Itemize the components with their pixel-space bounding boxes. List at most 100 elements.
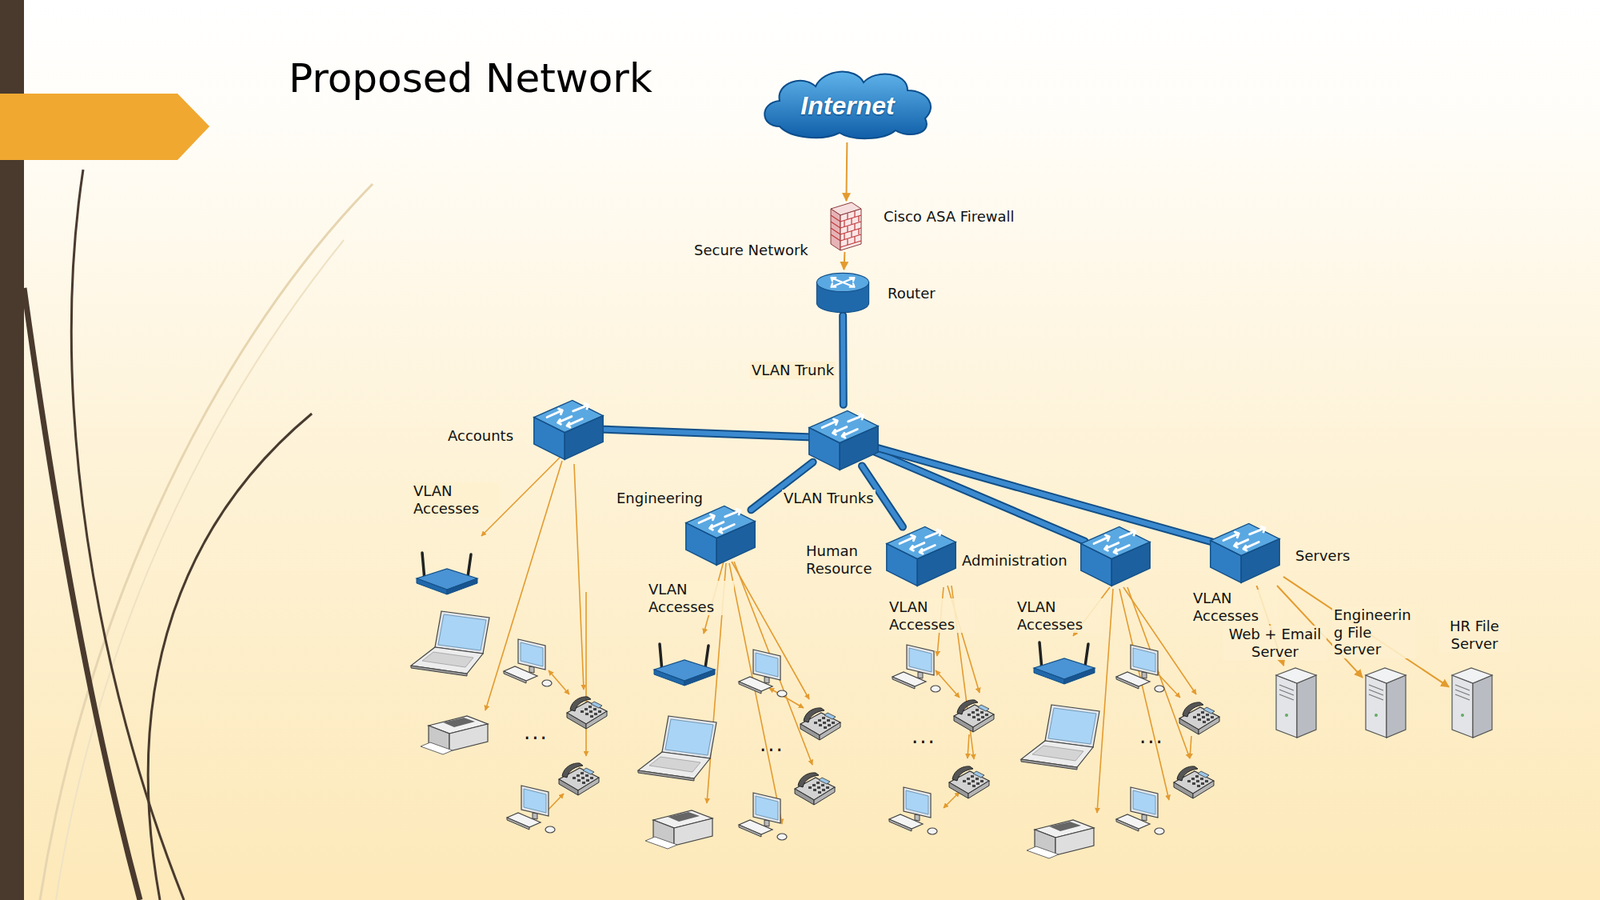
access-arrow [967, 734, 970, 759]
cloud-outline [764, 71, 931, 140]
ellipsis: ... [911, 723, 937, 749]
access-arrow [1119, 588, 1170, 800]
switch-glyph [534, 399, 603, 459]
core-switch [805, 403, 882, 473]
switch-icon-shape [682, 498, 759, 568]
ap-device [1033, 642, 1095, 684]
firewall-glyph [830, 202, 862, 251]
access-arrow [1154, 670, 1181, 698]
server-icon-shape [1272, 665, 1320, 739]
access-arrow [729, 562, 783, 824]
firewall-icon: Cisco ASA Firewall [827, 200, 865, 252]
router-glyph [816, 272, 869, 312]
phone-device [1173, 766, 1214, 799]
access-note: VLAN Accesses [887, 598, 975, 633]
decor-curve [23, 287, 140, 900]
decor-curve [39, 183, 373, 900]
access-arrow [1189, 735, 1192, 759]
pc-device [738, 649, 787, 697]
switch-glyph [809, 410, 878, 470]
access-note: VLAN Accesses [646, 580, 735, 615]
access-arrow [935, 670, 960, 698]
switch-icon: Administration [1077, 519, 1154, 589]
phone-device [949, 766, 990, 799]
access-arrow [943, 791, 960, 808]
switch-icon: Human Resource [882, 519, 960, 589]
pc-device [1116, 786, 1165, 834]
access-arrow [574, 463, 584, 690]
pc-device [1116, 644, 1165, 692]
vlan-trunk-line [598, 428, 813, 437]
access-note: VLAN Accesses [1191, 589, 1279, 624]
router-icon: Router [812, 269, 874, 316]
cloud-label: Internet [800, 90, 894, 121]
access-arrow [734, 561, 813, 765]
ap-device [416, 552, 478, 595]
access-arrow [585, 591, 587, 756]
pc-device [892, 644, 941, 692]
device-label: Accounts [447, 426, 514, 445]
arrow-line [845, 142, 848, 201]
trunk-fill [598, 428, 813, 437]
laptop-device [638, 715, 717, 781]
trunk-fill [840, 315, 846, 404]
trunk-note: VLAN Trunks [782, 489, 876, 507]
switch-icon-shape [882, 519, 960, 589]
decor-curve [71, 169, 184, 900]
switch-icon: Engineering [682, 498, 759, 568]
core-switch-shape [805, 403, 882, 473]
phone-device [558, 762, 599, 795]
printer-device [420, 715, 488, 755]
ellipsis: ... [523, 719, 549, 745]
switch-icon-shape [530, 393, 607, 463]
phone-device [800, 707, 841, 740]
server-icon-shape [1362, 665, 1409, 739]
server-icon-shape [1448, 665, 1496, 739]
access-arrow [1127, 586, 1190, 759]
pc-device [503, 638, 552, 687]
switch-glyph [1210, 522, 1280, 583]
switch-glyph [886, 526, 956, 586]
device-label: Web + Email Server [1223, 625, 1327, 660]
server-icon: Web + Email Server [1272, 665, 1320, 739]
ellipsis: ... [759, 731, 785, 757]
pc-device [738, 792, 787, 840]
server-glyph [1276, 667, 1317, 738]
server-icon: Engineerin g File Server [1362, 665, 1409, 739]
switch-icon-shape [1077, 519, 1154, 589]
phone-device [794, 772, 835, 805]
device-label: HR File Server [1439, 617, 1510, 652]
switch-icon: Accounts [530, 393, 607, 463]
arrow-line [843, 251, 845, 270]
printer-device [1026, 819, 1094, 858]
link-arrow [843, 251, 845, 270]
pc-device [889, 786, 938, 834]
laptop-device [1021, 704, 1100, 770]
decor-curve [147, 413, 312, 900]
phone-device [566, 696, 607, 729]
access-arrow [769, 687, 804, 708]
server-glyph [1365, 667, 1406, 738]
device-label: Engineering [616, 489, 703, 507]
device-label: Router [887, 284, 936, 303]
phone-device [953, 699, 994, 732]
server-glyph [1452, 667, 1493, 738]
phone-device [1179, 702, 1220, 735]
switch-icon-shape [1206, 516, 1284, 586]
ellipsis: ... [1139, 723, 1165, 749]
router-icon-shape [812, 269, 874, 316]
device-label: Human Resource [805, 542, 878, 577]
network-note: Secure Network [694, 241, 809, 260]
internet-cloud: Internet [755, 62, 940, 143]
switch-icon: Servers [1206, 516, 1284, 586]
edge-label: VLAN Trunk [750, 361, 836, 380]
trunk-outline [598, 428, 813, 437]
slide-title: Proposed Network [288, 54, 653, 103]
link-arrow [845, 142, 848, 201]
server-icon: HR File Server [1448, 665, 1496, 739]
printer-device [645, 809, 713, 849]
device-label: Servers [1295, 546, 1350, 565]
pc-device [506, 785, 555, 833]
orange-banner [0, 93, 210, 160]
